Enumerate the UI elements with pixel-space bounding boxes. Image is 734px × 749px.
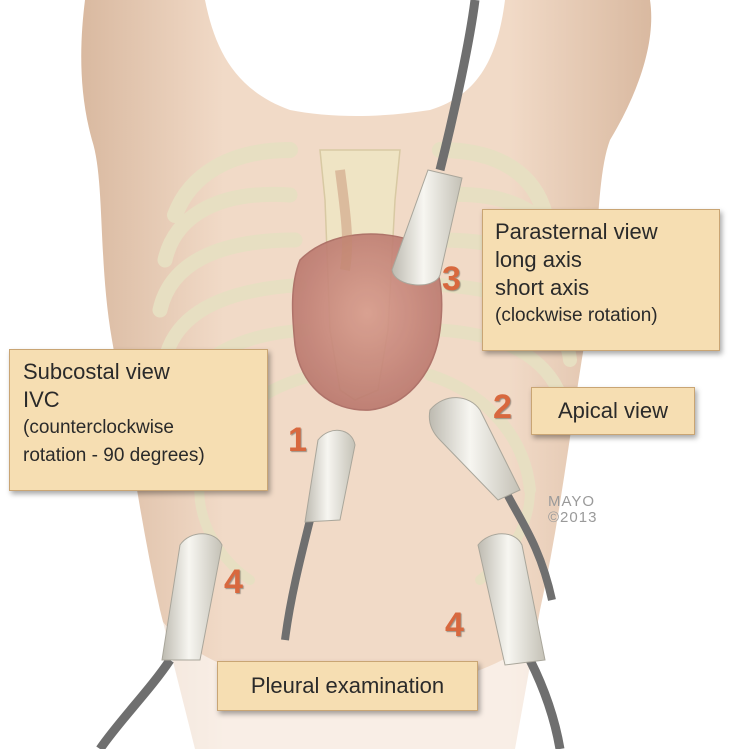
watermark-brand: MAYO bbox=[548, 494, 597, 510]
subcostal-view-label: Subcostal view IVC (counterclockwise rot… bbox=[9, 349, 268, 491]
parasternal-short-axis: short axis bbox=[495, 274, 719, 302]
watermark-year: ©2013 bbox=[548, 510, 597, 526]
view-number-3: 3 bbox=[442, 260, 461, 299]
view-number-2: 2 bbox=[493, 388, 512, 427]
parasternal-rotation: (clockwise rotation) bbox=[495, 302, 719, 330]
subcostal-rotation-2: rotation - 90 degrees) bbox=[23, 442, 267, 470]
parasternal-long-axis: long axis bbox=[495, 246, 719, 274]
mayo-copyright-watermark: MAYO ©2013 bbox=[548, 494, 597, 526]
subcostal-title: Subcostal view bbox=[23, 358, 267, 386]
subcostal-rotation-1: (counterclockwise bbox=[23, 414, 267, 442]
subcostal-ivc: IVC bbox=[23, 386, 267, 414]
view-number-4-left: 4 bbox=[224, 563, 243, 602]
parasternal-view-label: Parasternal view long axis short axis (c… bbox=[482, 209, 720, 351]
parasternal-title: Parasternal view bbox=[495, 218, 719, 246]
view-number-1: 1 bbox=[288, 421, 307, 460]
pleural-examination-label: Pleural examination bbox=[217, 661, 478, 711]
apical-view-label: Apical view bbox=[531, 387, 695, 435]
view-number-4-right: 4 bbox=[445, 606, 464, 645]
